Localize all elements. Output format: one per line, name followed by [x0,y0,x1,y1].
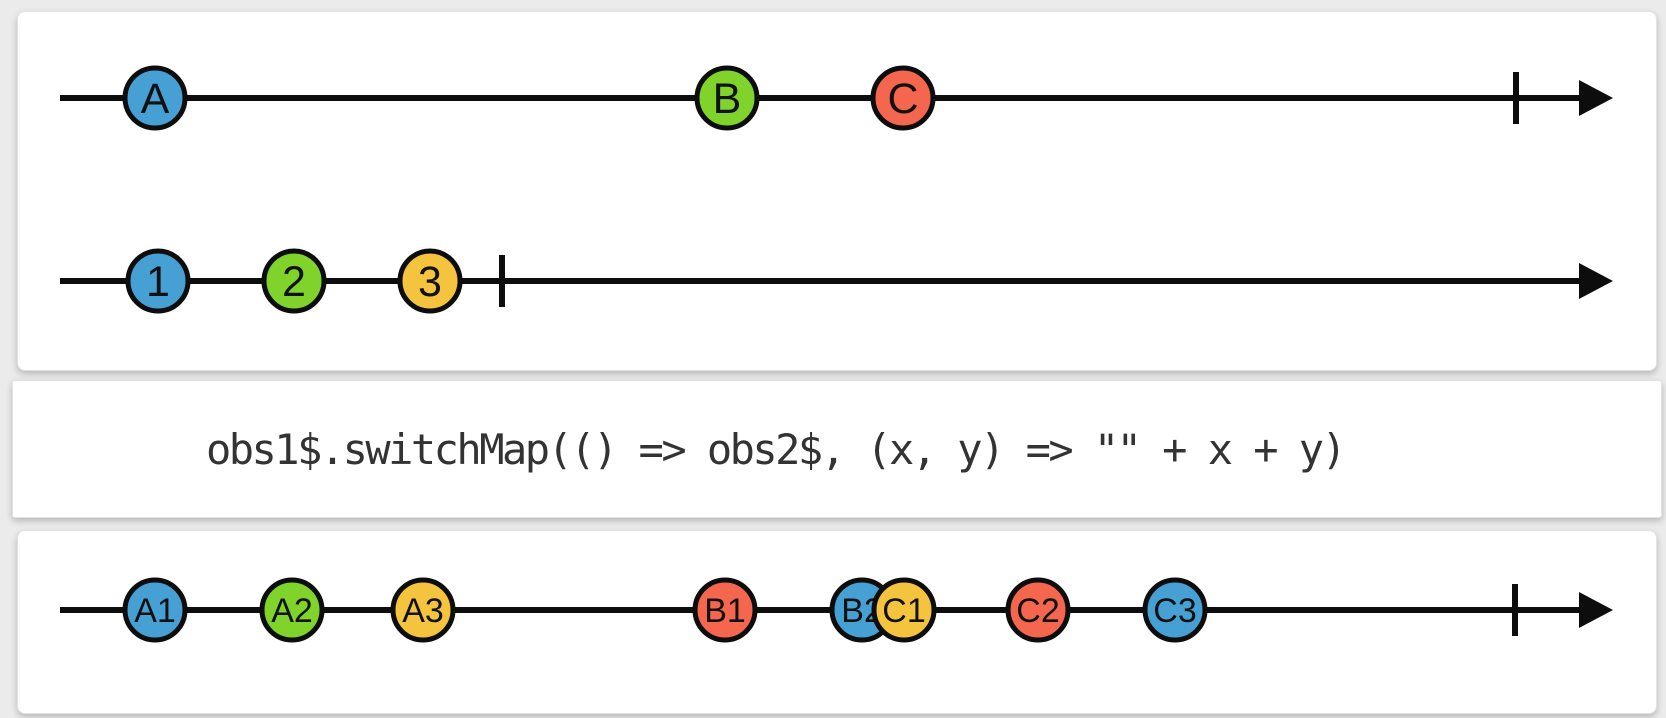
marble-C1: C1 [871,577,937,643]
marble-circle [871,577,937,643]
marble-C: C [870,65,936,131]
operator-code-text: obs1$.switchMap(() => obs2$, (x, y) => "… [206,424,1347,474]
marble-label: C [887,75,918,123]
marble-A: A [122,65,188,131]
marble-label: 2 [282,258,306,306]
marble-label: C1 [882,592,925,630]
marble-A2: A2 [259,577,325,643]
marble-circle [122,577,188,643]
marble-2: 2 [261,248,327,314]
marble-label: C3 [1153,592,1196,630]
marble-circle [259,577,325,643]
marble-circle [390,577,456,643]
marble-circle [125,248,191,314]
arrowhead-icon [1579,80,1613,116]
marble-B: B [694,65,760,131]
marble-circle [122,65,188,131]
marble-label: B [713,75,742,123]
marble-B1: B1 [692,577,758,643]
marble-label: 3 [418,258,442,306]
marble-label: B1 [704,592,746,630]
arrowhead-icon [1579,263,1613,299]
timeline-inner-obs2: 1 2 3 [60,248,1613,314]
marble-label: A1 [134,592,176,630]
marble-circle [1142,577,1208,643]
timeline-source-obs1: A B C [60,65,1613,131]
marble-C3: C3 [1142,577,1208,643]
arrowhead-icon [1579,592,1613,628]
marble-circle [261,248,327,314]
marble-C2: C2 [1005,577,1071,643]
marble-3: 3 [397,248,463,314]
marble-label: A2 [271,592,313,630]
marble-circle [870,65,936,131]
marble-A1: A1 [122,577,188,643]
marble-1: 1 [125,248,191,314]
marble-label: A [141,75,170,123]
marble-circle [692,577,758,643]
operator-code-card: obs1$.switchMap(() => obs2$, (x, y) => "… [12,380,1662,518]
marble-circle [1005,577,1071,643]
marble-A3: A3 [390,577,456,643]
marble-label: A3 [402,592,444,630]
marble-label: 1 [146,258,170,306]
marble-label: C2 [1016,592,1059,630]
marble-circle [694,65,760,131]
marble-circle [397,248,463,314]
